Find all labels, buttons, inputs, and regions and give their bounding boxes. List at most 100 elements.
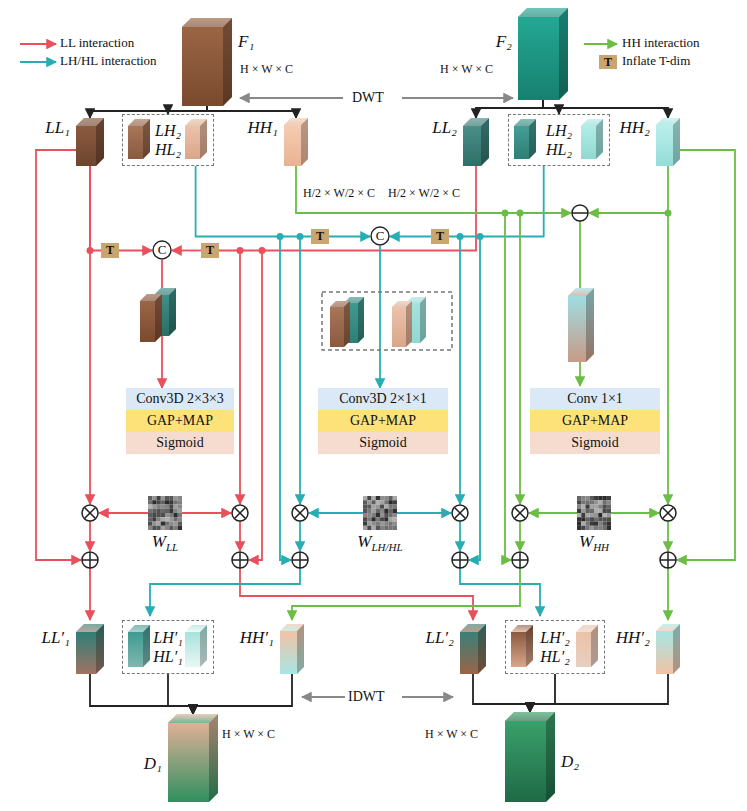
operator-symbol bbox=[82, 505, 98, 521]
feature-label: HH₁ bbox=[248, 118, 278, 138]
dimension-label: H × W × C bbox=[240, 62, 293, 76]
feature-stack bbox=[140, 294, 162, 342]
feature-cube: LL′₁ bbox=[76, 624, 104, 674]
operator-symbol bbox=[660, 552, 676, 568]
dimension-label: H × W × C bbox=[222, 727, 275, 741]
feature-label: LL′₂ bbox=[425, 628, 454, 648]
feature-label: F₁ bbox=[238, 32, 254, 52]
connector bbox=[168, 674, 193, 714]
legend-text: Inflate T-dim bbox=[622, 53, 690, 69]
feature-stack bbox=[568, 288, 594, 362]
subband-group: LH′₂HL′₂ bbox=[505, 620, 605, 674]
module-band: GAP+MAP bbox=[126, 410, 234, 432]
dimension-label: H/2 × W/2 × C bbox=[303, 186, 375, 200]
feature-cube: D₂ bbox=[505, 712, 555, 802]
inflate-box: T bbox=[311, 229, 329, 244]
operator-symbol bbox=[82, 552, 98, 568]
subband-label: LH′₂ bbox=[540, 628, 570, 647]
operator-symbol bbox=[512, 552, 528, 568]
legend-text: HH interaction bbox=[622, 35, 700, 51]
operator-symbol bbox=[452, 505, 468, 521]
weight-label: WLL bbox=[152, 532, 178, 552]
weight-map: WLH/HL bbox=[363, 496, 397, 530]
inflate-box: T bbox=[101, 243, 119, 258]
subband-label: HL′₁ bbox=[153, 647, 183, 666]
subband-group: LH₂HL₂ bbox=[122, 114, 214, 166]
module-text: GAP+MAP bbox=[562, 413, 628, 429]
concat-label: C bbox=[376, 229, 385, 243]
inflate-label: T bbox=[316, 230, 324, 243]
connector bbox=[390, 236, 431, 238]
feature-label: F₂ bbox=[496, 32, 512, 52]
weight-map: WHH bbox=[577, 496, 611, 530]
subband-label: LH₂ bbox=[155, 121, 181, 140]
operator-symbol bbox=[292, 505, 308, 521]
connector bbox=[196, 166, 311, 237]
module-text: Sigmoid bbox=[156, 435, 203, 451]
inflate-box: T bbox=[431, 229, 449, 244]
concat-circle: C bbox=[152, 240, 172, 260]
weight-symbol: W bbox=[152, 532, 166, 551]
weight-symbol: W bbox=[357, 532, 371, 551]
connector bbox=[379, 246, 381, 388]
feature-cube: HH₂ bbox=[656, 118, 680, 166]
module-band: Sigmoid bbox=[318, 432, 448, 454]
feature-stack bbox=[330, 301, 350, 347]
module-band: Sigmoid bbox=[530, 432, 660, 454]
operator-symbol bbox=[452, 552, 468, 568]
connector bbox=[90, 166, 101, 251]
inflate-box: T bbox=[201, 243, 219, 258]
inflate-label: T bbox=[436, 230, 444, 243]
module-text: GAP+MAP bbox=[147, 413, 213, 429]
module-band: Sigmoid bbox=[126, 432, 234, 454]
module-band: Conv 1×1 bbox=[530, 388, 660, 410]
operator-symbol bbox=[660, 505, 676, 521]
connector bbox=[530, 674, 555, 712]
dimension-label: IDWT bbox=[348, 689, 385, 705]
weight-label: WLH/HL bbox=[357, 532, 402, 552]
module-band: Conv3D 2×1×1 bbox=[318, 388, 448, 410]
dimension-label: DWT bbox=[352, 90, 384, 106]
weight-subscript: LL bbox=[166, 541, 178, 553]
subband-group: LH₂HL₂ bbox=[508, 114, 610, 166]
connector bbox=[207, 106, 296, 118]
connector bbox=[543, 100, 668, 118]
module-band: Conv3D 2×3×3 bbox=[126, 388, 234, 410]
feature-label: LL′₁ bbox=[41, 628, 70, 648]
connector bbox=[219, 166, 476, 251]
concat-label: C bbox=[158, 243, 167, 257]
subband-label: HL₂ bbox=[155, 140, 181, 159]
weight-subscript: HH bbox=[593, 541, 609, 553]
connector bbox=[168, 106, 207, 114]
module-band: GAP+MAP bbox=[530, 410, 660, 432]
connector bbox=[90, 674, 193, 714]
module-text: Conv 1×1 bbox=[567, 391, 623, 407]
weight-symbol: W bbox=[579, 532, 593, 551]
inflate-label: T bbox=[206, 244, 214, 257]
connector bbox=[543, 100, 559, 114]
feature-stack bbox=[392, 301, 412, 347]
feature-cube: LL′₂ bbox=[460, 624, 486, 674]
feature-cube: D₁ bbox=[168, 714, 218, 802]
module-text: Conv3D 2×3×3 bbox=[136, 391, 224, 407]
connector bbox=[329, 236, 370, 238]
module-text: GAP+MAP bbox=[350, 413, 416, 429]
operator-symbol bbox=[232, 505, 248, 521]
feature-cube: F₁ bbox=[182, 18, 232, 106]
weight-label: WHH bbox=[579, 532, 609, 552]
subband-labels: LH₂HL₂ bbox=[509, 117, 609, 163]
feature-label: HH′₂ bbox=[616, 628, 650, 648]
feature-label: D₂ bbox=[561, 752, 579, 772]
feature-label: LL₁ bbox=[45, 118, 70, 138]
feature-label: LL₂ bbox=[432, 118, 457, 138]
subband-labels: LH′₂HL′₂ bbox=[506, 623, 604, 671]
connector bbox=[90, 106, 207, 118]
feature-cube: HH′₂ bbox=[656, 624, 680, 674]
subband-label: HL₂ bbox=[546, 140, 572, 159]
weight-subscript: LH/HL bbox=[371, 541, 402, 553]
feature-cube: HH′₁ bbox=[280, 624, 304, 674]
feature-cube: F₂ bbox=[518, 8, 568, 100]
dimension-label: H/2 × W/2 × C bbox=[388, 186, 460, 200]
module-text: Conv3D 2×1×1 bbox=[339, 391, 427, 407]
operator-symbol bbox=[232, 552, 248, 568]
